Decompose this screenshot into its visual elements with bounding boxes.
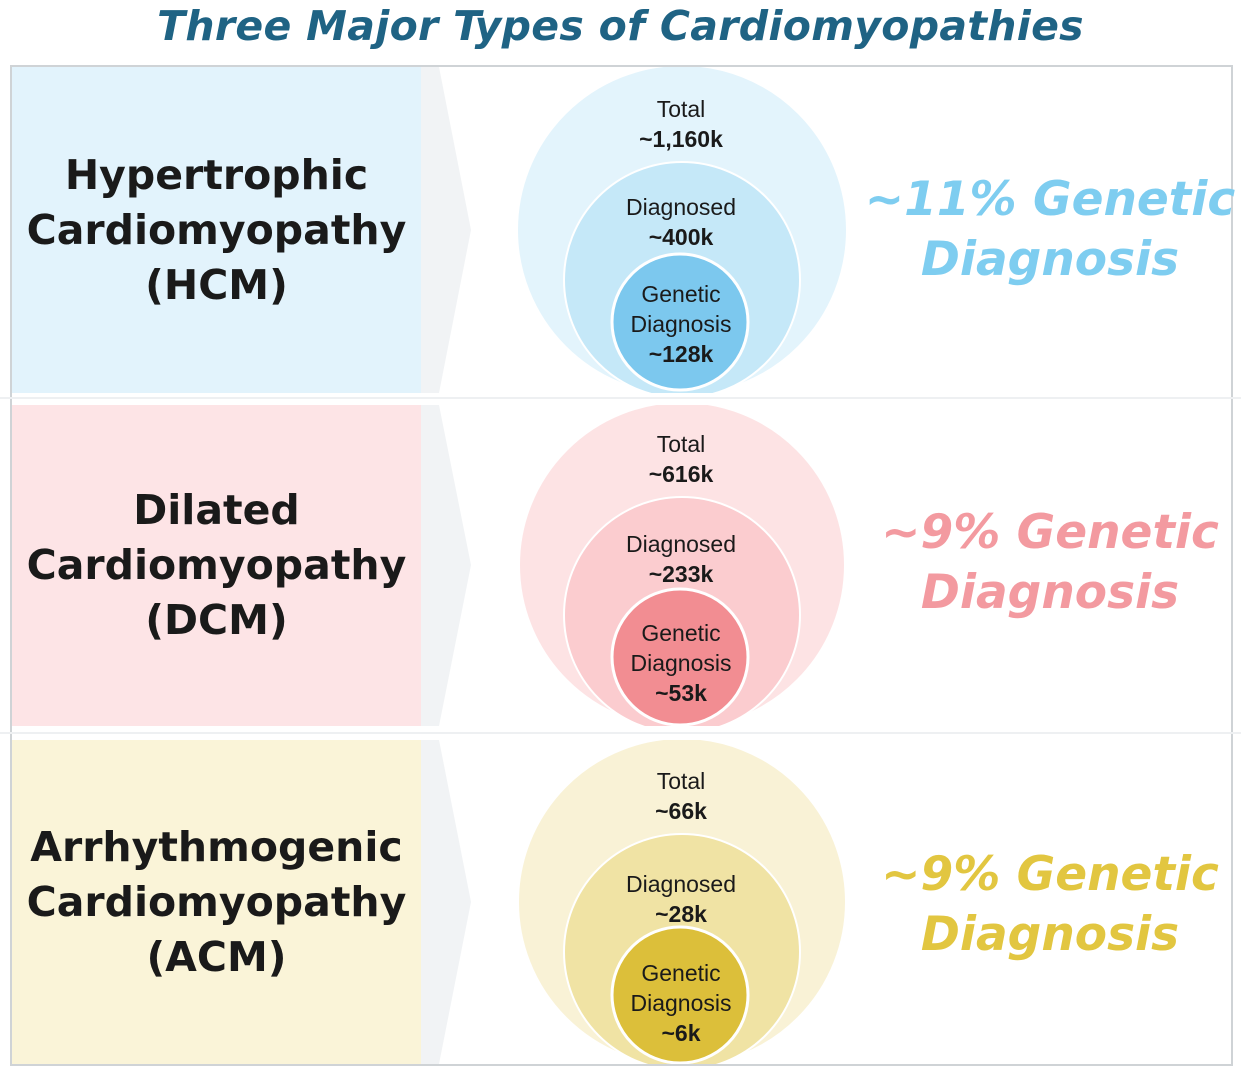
genetic-percentage-line: Diagnosis <box>920 565 1180 620</box>
total-value: ~1,160k <box>639 126 723 152</box>
row-dcm: Dilated Cardiomyopathy (DCM) Total ~616k… <box>10 405 1233 726</box>
genetic-label: Genetic <box>641 281 721 307</box>
type-name-line: Cardiomyopathy <box>26 205 407 254</box>
chevron-arrow-icon <box>421 405 471 726</box>
genetic-value: ~6k <box>661 1020 701 1046</box>
type-name: Hypertrophic Cardiomyopathy (HCM) <box>27 148 407 313</box>
type-label-panel: Hypertrophic Cardiomyopathy (HCM) <box>12 67 421 393</box>
type-name-line: Arrhythmogenic <box>30 822 403 871</box>
total-label: Total <box>656 96 706 122</box>
type-name-line: (HCM) <box>145 260 288 309</box>
nested-circles: Total ~66k Diagnosed ~28k Genetic Diagno… <box>506 740 856 1064</box>
nested-circles: Total ~1,160k Diagnosed ~400k Genetic Di… <box>506 67 856 393</box>
genetic-label: Genetic <box>641 960 721 986</box>
genetic-label: Diagnosis <box>630 990 732 1016</box>
genetic-percentage-line: ~9% Genetic <box>881 505 1219 560</box>
type-label-panel: Dilated Cardiomyopathy (DCM) <box>12 405 421 726</box>
row-hcm: Hypertrophic Cardiomyopathy (HCM) Total … <box>10 67 1235 393</box>
genetic-value: ~53k <box>655 680 707 706</box>
nested-circles-graphic <box>518 405 846 726</box>
chevron-arrow-icon <box>421 67 471 393</box>
chevron-arrow-icon <box>421 740 471 1064</box>
divider <box>0 397 1241 399</box>
genetic-label: Genetic <box>641 620 721 646</box>
total-label: Total <box>656 431 706 457</box>
total-label: Total <box>656 768 706 794</box>
diagnosed-value: ~233k <box>648 561 714 587</box>
genetic-percentage-line: Diagnosis <box>920 907 1180 962</box>
genetic-percentage-line: Diagnosis <box>920 232 1180 287</box>
genetic-percentage-line: ~11% Genetic <box>864 172 1236 227</box>
nested-circles: Total ~616k Diagnosed ~233k Genetic Diag… <box>506 405 856 726</box>
genetic-percentage: ~9% Genetic Diagnosis <box>850 845 1241 965</box>
type-name: Dilated Cardiomyopathy (DCM) <box>27 483 407 648</box>
type-name-line: Dilated <box>133 486 300 534</box>
genetic-circle <box>610 252 750 392</box>
nested-circles-graphic <box>517 740 847 1064</box>
genetic-percentage: ~9% Genetic Diagnosis <box>850 503 1241 623</box>
genetic-circle <box>610 587 750 726</box>
type-name-line: Cardiomyopathy <box>26 541 407 589</box>
total-value: ~616k <box>648 461 714 487</box>
type-name-line: Hypertrophic <box>64 150 369 199</box>
type-name: Arrhythmogenic Cardiomyopathy (ACM) <box>27 820 407 985</box>
page-title: Three Major Types of Cardiomyopathies <box>157 2 1084 50</box>
genetic-label: Diagnosis <box>630 650 732 676</box>
total-value: ~66k <box>655 798 707 824</box>
type-name-line: (ACM) <box>146 932 287 981</box>
genetic-percentage: ~11% Genetic Diagnosis <box>850 170 1241 290</box>
diagnosed-label: Diagnosed <box>626 194 736 220</box>
type-name-line: Cardiomyopathy <box>26 877 407 926</box>
diagnosed-label: Diagnosed <box>626 531 736 557</box>
type-name-line: (DCM) <box>145 596 288 644</box>
divider <box>0 732 1241 734</box>
nested-circles-graphic <box>516 67 848 393</box>
diagnosed-label: Diagnosed <box>626 871 736 897</box>
genetic-label: Diagnosis <box>630 311 732 337</box>
diagnosed-value: ~28k <box>655 901 707 927</box>
genetic-percentage-line: ~9% Genetic <box>881 847 1219 902</box>
genetic-circle <box>610 925 750 1064</box>
type-label-panel: Arrhythmogenic Cardiomyopathy (ACM) <box>12 740 421 1064</box>
genetic-value: ~128k <box>648 341 714 367</box>
row-acm: Arrhythmogenic Cardiomyopathy (ACM) Tota… <box>10 740 1233 1064</box>
diagnosed-value: ~400k <box>648 224 714 250</box>
